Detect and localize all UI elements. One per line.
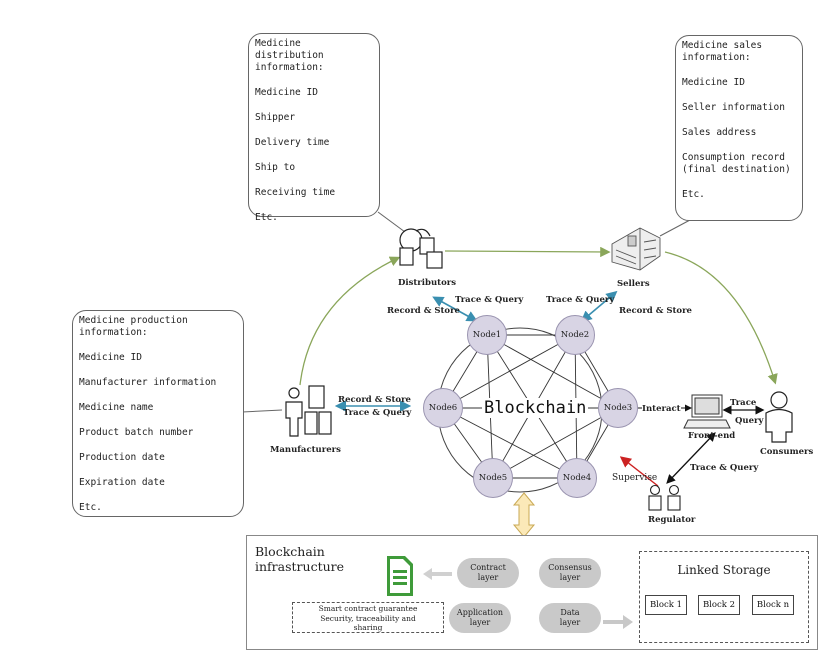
infrastructure-link-arrow — [512, 492, 536, 538]
data-layer: Data layer — [539, 603, 601, 633]
data-to-storage-arrow — [603, 615, 633, 629]
production-item: Medicine ID — [79, 352, 142, 363]
regulator-label: Regulator — [648, 515, 696, 525]
node-5: Node5 — [473, 458, 513, 498]
production-item: Production date — [79, 452, 165, 463]
trace-query-label-seller: Trace & Query — [546, 295, 615, 305]
trace-query-label-regulator: Trace & Query — [690, 463, 759, 473]
distribution-item: Etc. — [255, 212, 278, 223]
regulator-frontend-arrow — [666, 432, 716, 484]
block-n: Block n — [752, 595, 794, 615]
sellers-icon — [611, 227, 661, 271]
infrastructure-title: Blockchain infrastructure — [255, 544, 345, 574]
manufacturer-to-distributor-arrow — [299, 256, 401, 386]
supervise-arrow — [619, 456, 659, 487]
contract-layer: Contract layer — [457, 558, 519, 588]
interact-label: Interact — [642, 404, 681, 414]
blockchain-infrastructure-panel: Blockchain infrastructure Contract layer… — [246, 535, 818, 650]
query-label: Query — [735, 416, 764, 426]
contract-to-document-arrow — [423, 568, 452, 580]
distributor-to-seller-arrow — [444, 246, 611, 258]
node-4: Node4 — [557, 458, 597, 498]
document-icon — [387, 556, 413, 596]
distribution-item: Receiving time — [255, 187, 336, 198]
sales-item: Medicine ID — [682, 77, 745, 88]
sales-pointer — [659, 219, 691, 237]
block-2: Block 2 — [698, 595, 740, 615]
sales-item: Seller information — [682, 102, 785, 113]
production-item: Expiration date — [79, 477, 165, 488]
record-store-label-manufacturer: Record & Store — [338, 395, 411, 405]
distribution-pointer — [377, 211, 406, 233]
distribution-item: Shipper — [255, 112, 296, 123]
production-item: Manufacturer information — [79, 377, 217, 388]
production-info-title: Medicine production information: — [79, 315, 188, 338]
smart-contract-note-box: Smart contract guarantee Security, trace… — [292, 602, 444, 633]
production-item: Medicine name — [79, 402, 154, 413]
production-info-callout: Medicine production information: Medicin… — [72, 310, 244, 517]
node-6: Node6 — [423, 388, 463, 428]
sellers-label: Sellers — [617, 279, 650, 289]
record-store-label-seller: Record & Store — [619, 306, 692, 316]
sales-item: Etc. — [682, 189, 705, 200]
distributors-label: Distributors — [398, 278, 457, 288]
linked-storage-box: Linked Storage — [639, 551, 809, 643]
infrastructure-graphics — [387, 556, 791, 629]
node-3: Node3 — [598, 388, 638, 428]
production-pointer — [241, 409, 283, 413]
sales-item: Consumption record (final destination) — [682, 152, 791, 175]
frontend-computer-icon — [683, 394, 731, 429]
distribution-info-title: Medicine distribution information: — [255, 38, 324, 73]
production-item: Etc. — [79, 502, 102, 513]
sales-item: Sales address — [682, 127, 757, 138]
linked-storage-title: Linked Storage — [677, 563, 771, 577]
node-2: Node2 — [555, 315, 595, 355]
consensus-layer: Consensus layer — [539, 558, 601, 588]
consumers-label: Consumers — [760, 447, 814, 457]
distribution-info-callout: Medicine distribution information: Medic… — [248, 33, 380, 223]
application-layer: Application layer — [449, 603, 511, 633]
block-1: Block 1 — [645, 595, 687, 615]
distributors-icon — [399, 228, 443, 269]
regulator-icon — [648, 484, 681, 511]
trace-label: Trace — [730, 398, 757, 408]
record-store-label-distributor: Record & Store — [387, 306, 460, 316]
sales-info-callout: Medicine sales information: Medicine ID … — [675, 35, 803, 221]
blockchain-title: Blockchain — [482, 398, 589, 418]
distribution-item: Ship to — [255, 162, 296, 173]
distribution-item: Medicine ID — [255, 87, 318, 98]
distributor-node1-arrow — [432, 296, 478, 322]
trace-query-label-distributor: Trace & Query — [455, 295, 524, 305]
smart-contract-note: Smart contract guarantee Security, trace… — [318, 604, 418, 632]
consumers-icon — [765, 391, 793, 443]
seller-to-consumer-arrow — [664, 251, 778, 385]
production-item: Product batch number — [79, 427, 194, 438]
distribution-item: Delivery time — [255, 137, 330, 148]
sales-info-title: Medicine sales information: — [682, 40, 763, 63]
node-1: Node1 — [467, 315, 507, 355]
seller-node2-arrow — [580, 290, 618, 323]
front-end-label: Front-end — [688, 431, 736, 441]
trace-query-label-manufacturer: Trace & Query — [343, 408, 412, 418]
manufacturers-label: Manufacturers — [270, 445, 341, 455]
supervise-label: Supervise — [612, 473, 658, 483]
manufacturers-icon — [285, 385, 332, 437]
